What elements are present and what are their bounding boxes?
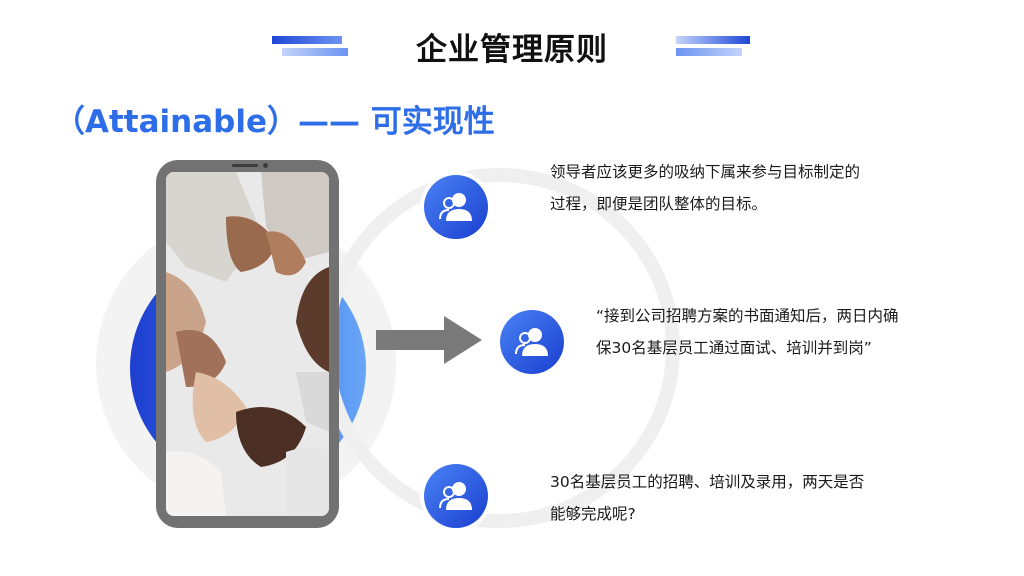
point-1-line-2: 过程，即便是团队整体的目标。 bbox=[550, 195, 768, 213]
point-2-line-1: “接到公司招聘方案的书面通知后，两日内确 bbox=[596, 307, 899, 325]
section-subtitle: （Attainable）—— 可实现性 bbox=[54, 104, 495, 140]
point-text-2: “接到公司招聘方案的书面通知后，两日内确 保30名基层员工通过面试、培训并到岗” bbox=[596, 300, 899, 364]
point-1-line-1: 领导者应该更多的吸纳下属来参与目标制定的 bbox=[550, 163, 861, 181]
users-icon bbox=[424, 464, 488, 528]
users-icon bbox=[500, 310, 564, 374]
title-decoration-left bbox=[272, 36, 342, 44]
point-text-1: 领导者应该更多的吸纳下属来参与目标制定的 过程，即便是团队整体的目标。 bbox=[550, 156, 860, 220]
arrow-right-icon bbox=[376, 316, 482, 364]
phone-speaker bbox=[232, 164, 258, 167]
phone-mockup bbox=[156, 160, 339, 528]
title-decoration-right-2 bbox=[676, 48, 742, 56]
point-3-line-2: 能够完成呢? bbox=[550, 505, 636, 523]
title-decoration-left-2 bbox=[282, 48, 348, 56]
point-3-line-1: 30名基层员工的招聘、培训及录用，两天是否 bbox=[550, 473, 865, 491]
point-2-line-2: 保30名基层员工通过面试、培训并到岗” bbox=[596, 339, 872, 357]
point-text-3: 30名基层员工的招聘、培训及录用，两天是否 能够完成呢? bbox=[550, 466, 864, 530]
page-title: 企业管理原则 bbox=[416, 32, 608, 68]
title-decoration-right bbox=[676, 36, 750, 44]
hands-linked-photo bbox=[166, 172, 329, 516]
users-icon bbox=[424, 175, 488, 239]
phone-camera bbox=[263, 163, 268, 168]
